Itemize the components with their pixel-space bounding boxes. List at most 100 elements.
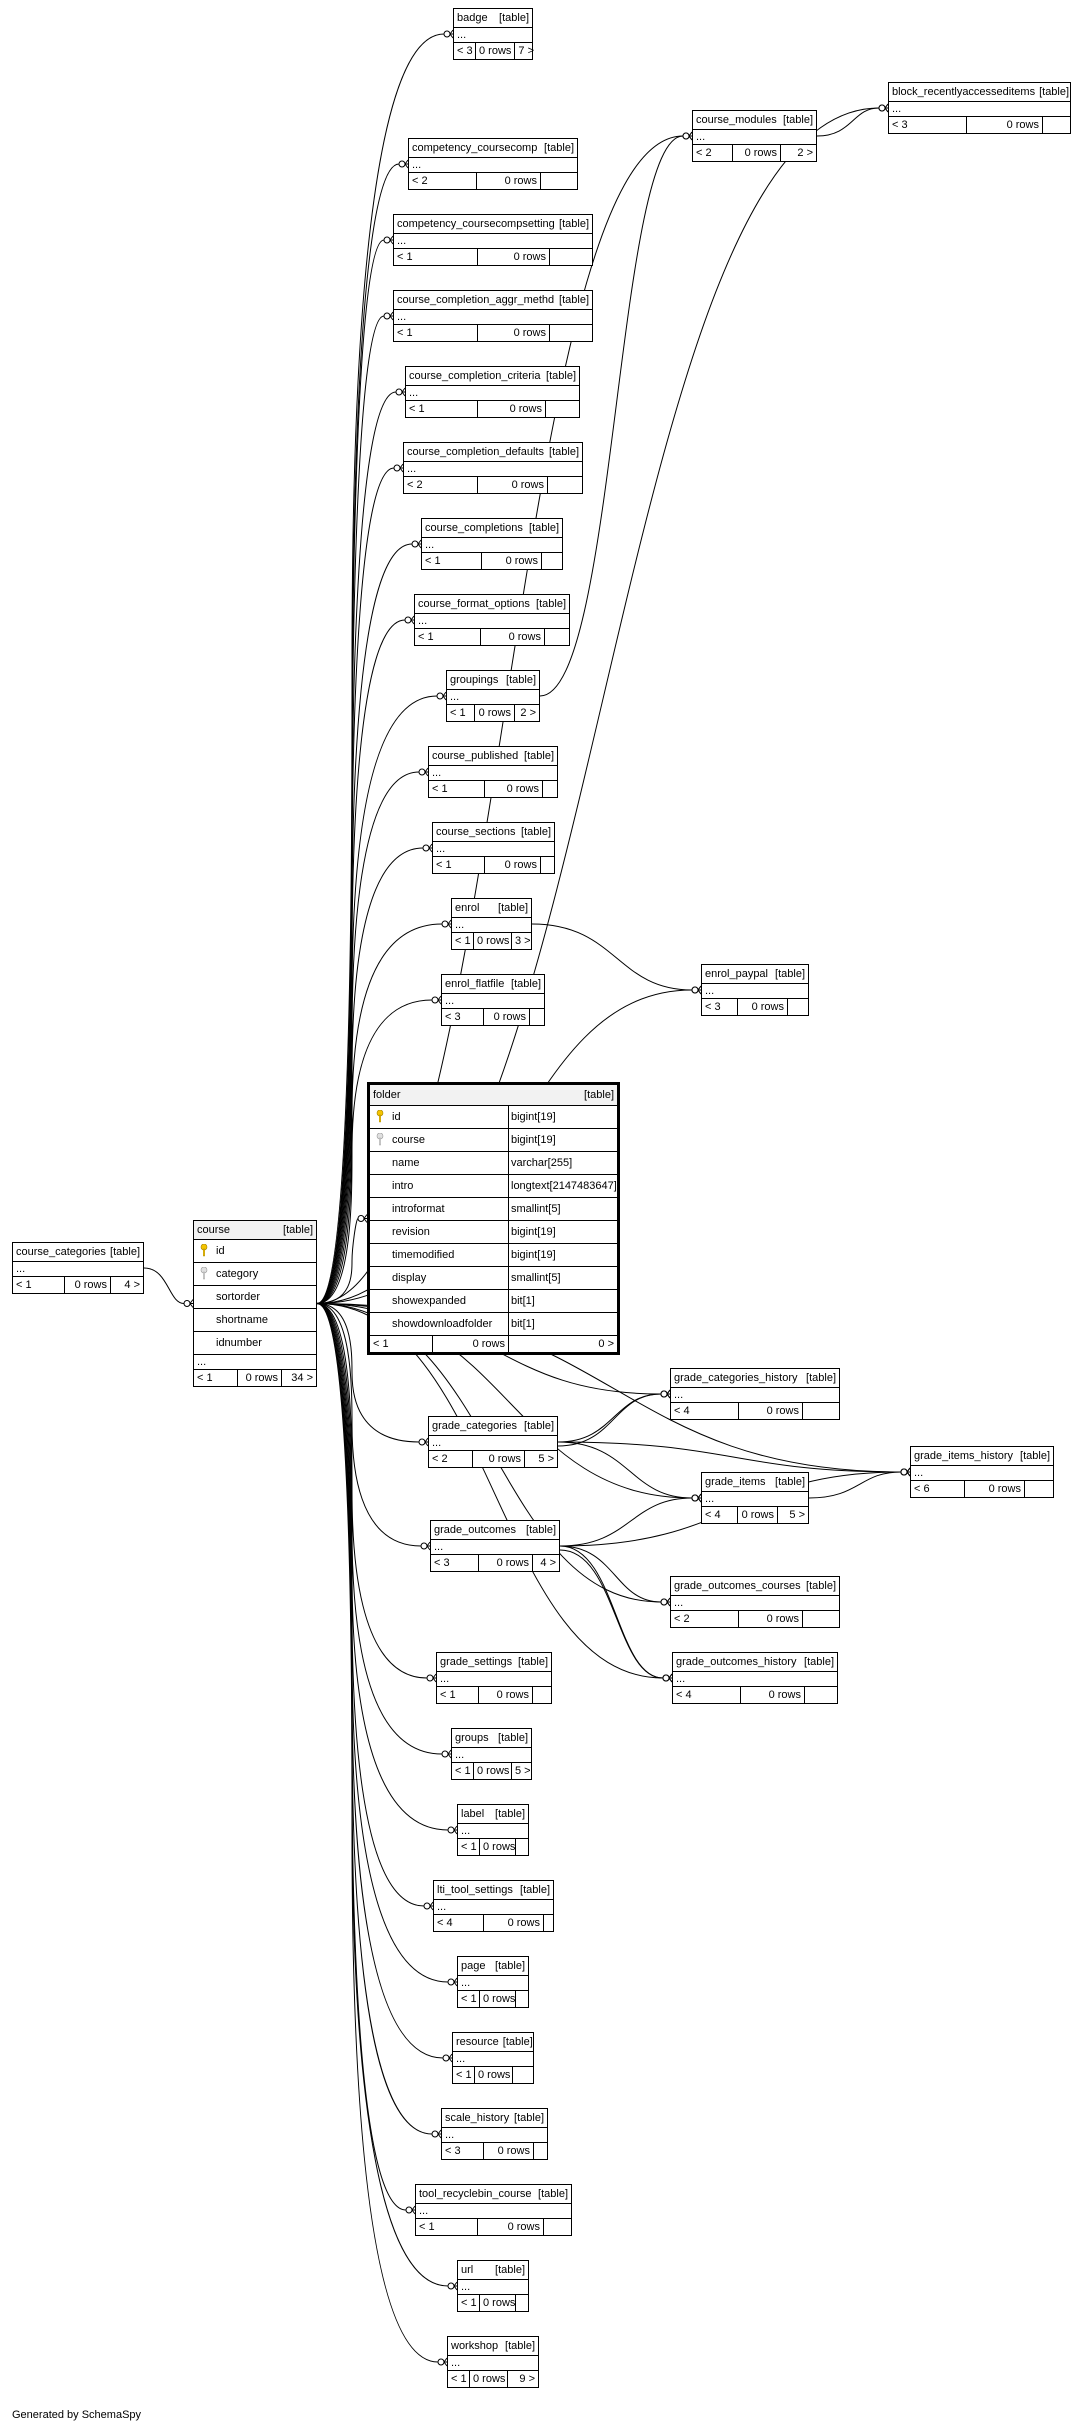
table-tag: [table]: [1020, 1450, 1050, 1462]
edge-grade_categories-grade_categories_history-marker: [660, 1390, 668, 1398]
row-count: 0 rows: [484, 2143, 534, 2159]
edge-grade_outcomes-grade_items-marker: [691, 1494, 699, 1502]
children-count: 34 >: [291, 1372, 313, 1384]
parents-count: < 1: [452, 1763, 474, 1779]
table-ellipsis: ...: [452, 918, 531, 933]
table-name: block_recentlyaccesseditems: [892, 86, 1036, 98]
table-ellipsis: ...: [458, 1976, 528, 1991]
children-count: 5 >: [789, 1509, 805, 1521]
table-ellipsis: ...: [671, 1388, 839, 1403]
table-ellipsis: ...: [394, 310, 592, 325]
table-name: grade_outcomes_courses: [674, 1580, 801, 1592]
edge-course-course_completions-marker: [411, 540, 419, 548]
row-count: 0 rows: [484, 1009, 530, 1025]
table-name: course_completions: [425, 522, 523, 534]
edge-course-competency_coursecompsetting-crowfoot: [389, 235, 394, 245]
edge-course-grade_outcomes-crowfoot: [426, 1541, 431, 1551]
parents-count: < 4: [673, 1687, 741, 1703]
table-ellipsis: ...: [452, 1748, 531, 1763]
table-name: folder: [373, 1089, 401, 1101]
edge-course-enrol_flatfile: [316, 999, 441, 1304]
row-count: 0 rows: [739, 1403, 803, 1419]
parents-count: < 4: [434, 1915, 484, 1931]
row-count: 0 rows: [480, 2295, 516, 2311]
edge-grade_categories-grade_categories_history: [557, 1393, 670, 1447]
edge-enrol-enrol_paypal-crowfoot: [697, 985, 702, 995]
table-course-completion-aggr-methd[interactable]: course_completion_aggr_methd[table]...< …: [393, 290, 593, 342]
edge-course-course_completion_criteria-marker: [395, 388, 403, 396]
table-name: resource: [456, 2036, 499, 2048]
table-name: course: [197, 1224, 231, 1236]
table-tag: [table]: [495, 2264, 525, 2276]
table-ellipsis: ...: [442, 994, 544, 1009]
table-block-recentlyaccesseditems[interactable]: block_recentlyaccesseditems[table]...< 3…: [888, 82, 1071, 134]
table-tag: [table]: [495, 1808, 525, 1820]
table-name: course_sections: [436, 826, 516, 838]
table-tag: [table]: [498, 1732, 528, 1744]
table-ellipsis: ...: [911, 1466, 1053, 1481]
children-count: [544, 1915, 553, 1931]
edge-enrol-enrol_paypal: [531, 923, 701, 991]
children-count: [516, 1991, 528, 2007]
table-course[interactable]: course[table] id category sortorder shor…: [193, 1220, 317, 1387]
children-count: [543, 781, 557, 797]
children-count: 3 >: [515, 935, 531, 947]
children-count: [516, 2295, 528, 2311]
row-count: 0 rows: [238, 1370, 282, 1386]
parents-count: < 4: [702, 1507, 738, 1523]
row-count: 0 rows: [476, 43, 516, 59]
children-count: [546, 401, 579, 417]
table-ellipsis: ...: [433, 842, 554, 857]
table-tag: [table]: [544, 142, 574, 154]
table-name: page: [461, 1960, 486, 1972]
children-count: 5 >: [538, 1453, 554, 1465]
table-tag: [table]: [1039, 86, 1070, 98]
column-sortorder: sortorder: [194, 1286, 316, 1309]
edge-course-course_completion_defaults-marker: [393, 464, 401, 472]
parents-count: < 2: [409, 173, 477, 189]
edge-grade_outcomes-grade_outcomes_history: [559, 1545, 672, 1679]
table-competency-coursecompsetting[interactable]: competency_coursecompsetting[table]...< …: [393, 214, 593, 266]
parents-count: < 2: [404, 477, 478, 493]
parents-count: < 1: [416, 2219, 478, 2235]
edge-course-course_sections-crowfoot: [428, 843, 433, 853]
children-count: [544, 2219, 571, 2235]
edge-course-course_published-crowfoot: [424, 767, 429, 777]
edge-enrol-enrol_paypal-marker: [691, 986, 699, 994]
